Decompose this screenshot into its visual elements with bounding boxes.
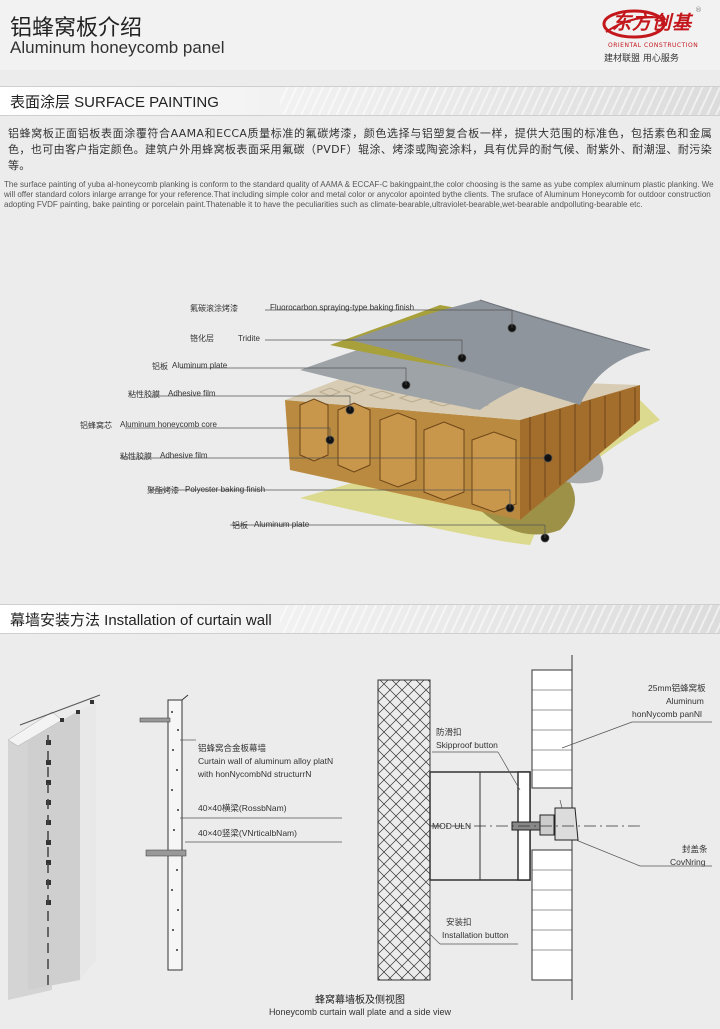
surface-description-cn: 铝蜂窝板正面铝板表面涂覆符合AAMA和ECCA质量标准的氟碳烤漆，颜色选择与铝塑… — [8, 127, 712, 172]
layer-label-core-cn: 铝蜂窝芯 — [80, 421, 112, 430]
layer-label-adhesive-cn: 粘性胶膜 — [128, 390, 160, 399]
layer-label-aluminum-plate-cn: 铝板 — [152, 362, 168, 371]
installation-heading-bar: 幕墙安装方法 Installation of curtain wall — [0, 604, 720, 634]
page-title-en: Aluminum honeycomb panel — [10, 38, 225, 57]
label-covering-en: CovNring — [670, 857, 706, 867]
layer-label-aluminum-plate2-en: Aluminum plate — [254, 520, 310, 529]
layer-label-polyester-en: Polyester baking finish — [185, 485, 266, 494]
label-crossbeam: 40×40横梁(RossbNam) — [198, 803, 287, 813]
layer-label-tridite-en: Tridite — [238, 334, 260, 343]
logo-slogan: 建材联盟 用心服务 — [604, 54, 679, 64]
layer-label-fluorocarbon-en: Fluorocarbon spraying-type baking finish — [270, 303, 415, 312]
label-panel-en-2: honNycomb panNl — [632, 709, 702, 719]
core-side-ribs — [529, 388, 636, 510]
logo-script: 东方创基 — [612, 12, 693, 34]
mullion-section — [139, 694, 342, 971]
surface-painting-heading: 表面涂层 SURFACE PAINTING — [10, 94, 219, 111]
label-covering-cn: 封盖条 — [682, 844, 708, 854]
page-header: 铝蜂窝板介绍 Aluminum honeycomb panel 东方创基 ORI… — [0, 0, 720, 70]
label-skipproof-cn: 防滑扣 — [436, 727, 462, 737]
logo-subtitle: ORIENTAL CONSTRUCTION — [608, 42, 699, 49]
figure-caption-cn: 蜂窝幕墙板及侧视图 — [315, 995, 405, 1006]
page-title-cn: 铝蜂窝板介绍 — [10, 16, 143, 41]
label-skipproof-en: Skipproof button — [436, 740, 498, 750]
installation-heading: 幕墙安装方法 Installation of curtain wall — [10, 612, 272, 629]
layer-label-aluminum-plate2-cn: 铝板 — [232, 521, 248, 530]
label-curtain-wall-en-2: with honNycombNd structurrN — [198, 769, 312, 779]
label-curtain-wall-cn: 铝蜂窝合金板幕墙 — [198, 743, 267, 753]
layer-label-fluorocarbon-cn: 氟碳滚涂烤漆 — [190, 304, 238, 313]
layer-label-aluminum-plate-en: Aluminum plate — [172, 361, 228, 370]
label-panel-en-1: Aluminum — [666, 696, 704, 706]
layer-label-adhesive2-cn: 粘性胶膜 — [120, 452, 152, 461]
side-view-detail — [377, 655, 712, 1000]
registered-mark: ® — [695, 6, 702, 14]
brand-logo: 东方创基 ORIENTAL CONSTRUCTION 建材联盟 用心服务 ® — [602, 6, 702, 68]
fluorocarbon-finish — [350, 300, 650, 405]
hex-cells — [299, 398, 517, 513]
layer-label-adhesive-en: Adhesive film — [168, 389, 216, 398]
label-curtain-wall-en-1: Curtain wall of aluminum alloy platN — [198, 756, 334, 766]
figure-caption-en: Honeycomb curtain wall plate and a side … — [268, 1007, 452, 1017]
label-panel-cn: 25mm铝蜂窝板 — [648, 683, 706, 693]
label-installation-btn-en: Installation button — [442, 930, 509, 940]
heading-stripes-2 — [280, 605, 720, 633]
surface-painting-heading-bar: 表面涂层 SURFACE PAINTING — [0, 86, 720, 116]
logo-swoosh-icon — [602, 9, 666, 39]
curtain-panel-perspective — [7, 694, 101, 1000]
layer-label-core-en: Aluminum honeycomb core — [120, 420, 217, 429]
surface-description-en: The surface painting of yuba al-honeycom… — [4, 180, 714, 209]
label-installation-btn-cn: 安装扣 — [446, 917, 472, 927]
layer-label-tridite-cn: 铬化层 — [190, 334, 214, 343]
label-vertical-beam: 40×40竖梁(VNrticalbNam) — [198, 828, 297, 838]
core-side — [520, 385, 640, 520]
layer-label-adhesive2-en: Adhesive film — [160, 451, 208, 460]
heading-stripes — [280, 87, 720, 115]
label-module: MOD ULN — [432, 821, 472, 831]
layer-label-polyester-cn: 聚酯烤漆 — [147, 486, 179, 495]
